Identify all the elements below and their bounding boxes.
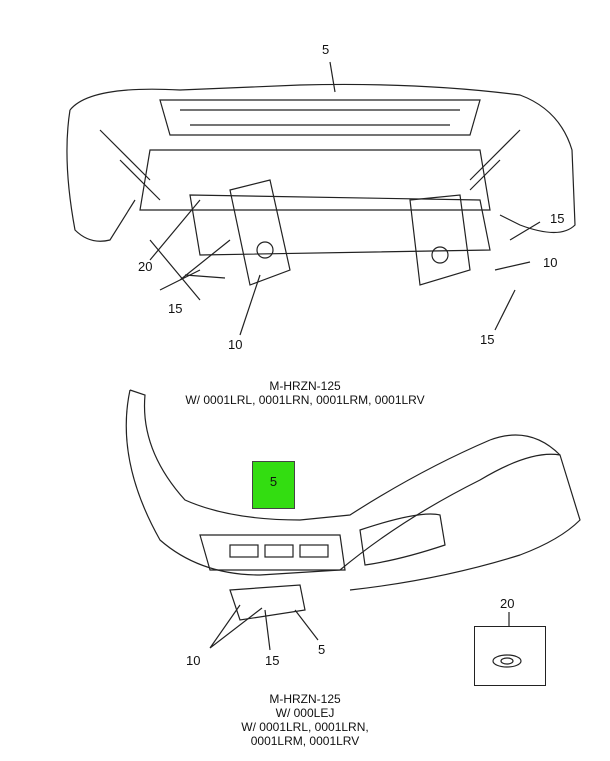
caption-line: W/ 000LEJ: [275, 706, 335, 720]
callout-10-right: 10: [543, 255, 558, 270]
part-20-inset-box: [474, 626, 546, 686]
upper-caption: M-HRZN-125 W/ 0001LRL, 0001LRN, 0001LRM,…: [0, 379, 610, 407]
callout-20: 20: [138, 259, 153, 274]
callout-10-left: 10: [228, 337, 243, 352]
callout-10: 10: [186, 653, 201, 668]
caption-line: M-HRZN-125: [269, 692, 341, 706]
callout-5: 5: [322, 42, 330, 57]
callout-15-right: 15: [550, 211, 565, 226]
callout-15-left: 15: [168, 301, 183, 316]
lower-caption: M-HRZN-125 W/ 000LEJ W/ 0001LRL, 0001LRN…: [0, 692, 610, 748]
part-20-ring: [492, 654, 522, 668]
caption-line: W/ 0001LRL, 0001LRN, 0001LRM, 0001LRV: [185, 393, 425, 407]
caption-line: W/ 0001LRL, 0001LRN,: [241, 720, 369, 734]
bumper-rear-view: [66, 83, 576, 286]
bumper-front-view: [125, 389, 581, 621]
callout-5-lower: 5: [318, 642, 326, 657]
callout-15-bottom: 15: [480, 332, 495, 347]
callout-15: 15: [265, 653, 280, 668]
caption-line: 0001LRM, 0001LRV: [250, 734, 360, 748]
callout-20-inset: 20: [500, 596, 515, 611]
highlighted-callout-5[interactable]: 5: [252, 461, 295, 509]
caption-line: M-HRZN-125: [269, 379, 341, 393]
